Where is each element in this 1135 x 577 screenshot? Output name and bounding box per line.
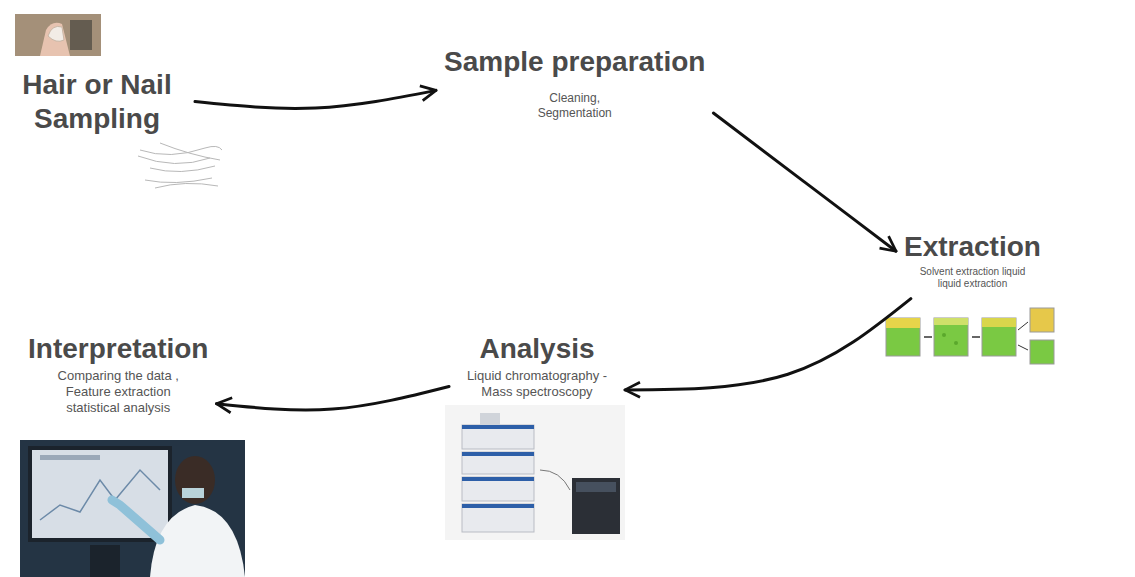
nail-photo <box>15 14 101 56</box>
stage-detail: Liquid chromatography - Mass spectroscop… <box>457 368 617 401</box>
flow-arrow <box>195 90 436 108</box>
stage-detail: Comparing the data , Feature extraction … <box>48 368 188 417</box>
stage-node: AnalysisLiquid chromatography - Mass spe… <box>457 332 617 400</box>
stage-detail: Cleaning, Segmentation <box>525 91 625 121</box>
stage-detail: Solvent extraction liquid liquid extract… <box>916 266 1028 291</box>
stage-node: Sample preparationCleaning, Segmentation <box>444 45 705 121</box>
stage-title: Sample preparation <box>444 45 705 79</box>
stage-title: Interpretation <box>28 332 208 366</box>
flow-arrow <box>713 113 896 251</box>
stage-title: Extraction <box>904 230 1041 264</box>
hair-strands <box>138 143 222 188</box>
stage-node: ExtractionSolvent extraction liquid liqu… <box>904 230 1041 291</box>
flow-arrow <box>625 299 911 390</box>
analyst-photo <box>20 440 245 577</box>
beakers <box>886 308 1054 364</box>
lcms-instrument <box>445 405 625 540</box>
flow-arrow <box>216 386 449 410</box>
stage-title: Analysis <box>457 332 617 366</box>
stage-node: InterpretationComparing the data , Featu… <box>28 332 208 416</box>
stage-node: Hair or Nail Sampling <box>7 68 187 135</box>
stage-title: Hair or Nail Sampling <box>7 68 187 135</box>
